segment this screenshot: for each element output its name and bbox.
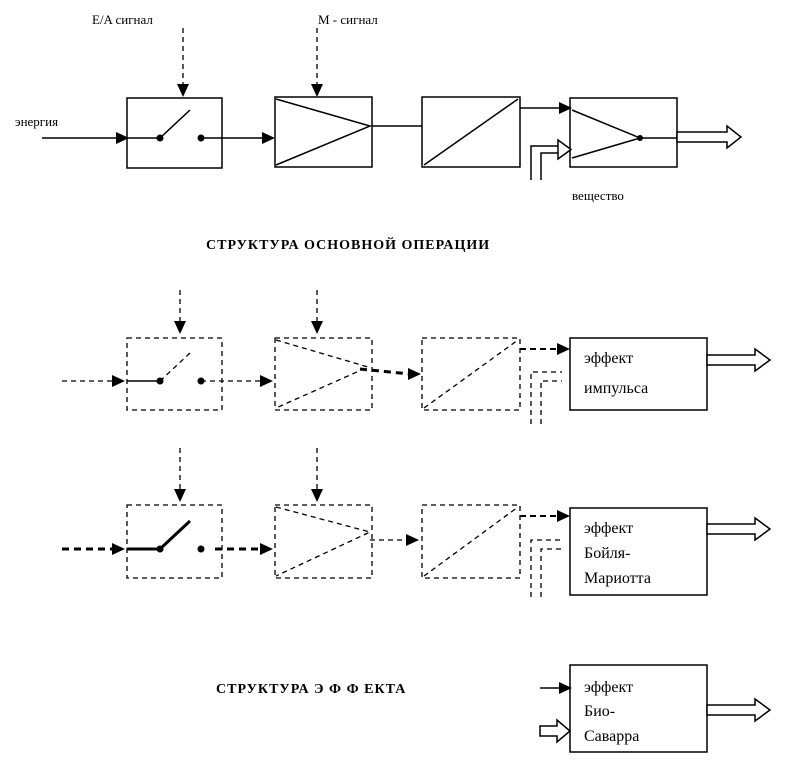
boyle-mariotte-line2: Бойля- xyxy=(584,545,630,562)
boyle-mariotte-effect-diagram: эффект Бойля- Мариотта xyxy=(62,448,772,597)
biot-savart-line3: Саварра xyxy=(584,728,639,745)
boyle-mariotte-line1: эффект xyxy=(584,520,633,537)
row2-switch-block xyxy=(126,337,223,411)
substance-input-outer xyxy=(530,145,567,180)
biot-savart-line2: Био- xyxy=(584,703,615,720)
row2-converter-diagonal xyxy=(423,339,519,409)
row3-amplifier-triangle xyxy=(275,506,372,577)
row2-substance-outer xyxy=(530,371,562,424)
amplifier-block xyxy=(274,96,373,168)
impulse-effect-line2: импульса xyxy=(584,380,648,397)
row3-input-arrowhead xyxy=(112,543,125,555)
main-operation-heading: СТРУКТУРА ОСНОВНОЙ ОПЕРАЦИИ xyxy=(206,236,490,253)
impulse-effect-line1: эффект xyxy=(584,350,633,367)
row2-amplifier-triangle xyxy=(275,339,370,409)
switch-block xyxy=(126,97,223,169)
row3-converter-output-arrowhead xyxy=(557,510,570,522)
converter-block xyxy=(421,96,521,168)
impulse-output-hollow-arrow xyxy=(706,347,772,373)
row3-substance-inner xyxy=(540,548,562,597)
row3-substance-outer xyxy=(530,539,562,597)
boyle-mariotte-line3: Мариотта xyxy=(584,570,651,587)
row2-switch-output-arrowhead xyxy=(260,375,273,387)
switch-contact xyxy=(127,109,191,139)
row2-input-arrowhead xyxy=(112,375,125,387)
row3-switch-terminal-dot xyxy=(197,545,205,553)
impulse-effect-diagram: эффект импульса xyxy=(62,290,772,424)
row3-switch-block xyxy=(126,504,223,579)
row3-switch-signal-arrowhead xyxy=(174,489,186,502)
row2-amplifier-output-arrowhead xyxy=(408,368,421,380)
main-output-hollow-arrow xyxy=(676,124,743,150)
row2-converter-output-arrowhead xyxy=(557,343,570,355)
main-operation-diagram: E/A сигнал M - сигнал энергия вещество xyxy=(15,12,743,203)
row2-amplifier-output-line xyxy=(359,367,411,376)
output-block xyxy=(569,97,678,168)
row3-switch-output-arrowhead xyxy=(260,543,273,555)
boyle-mariotte-effect-box xyxy=(569,507,708,596)
substance-input-arrowhead xyxy=(557,138,573,161)
amplifier-triangle xyxy=(275,98,373,166)
converter-diagonal xyxy=(423,98,519,166)
converter-output-arrowhead xyxy=(559,102,572,114)
row3-amplifier-output-arrowhead xyxy=(406,534,419,546)
ea-signal-label: E/A сигнал xyxy=(92,12,153,27)
output-amplifier-triangle xyxy=(571,109,643,159)
row4-input-arrowhead xyxy=(559,682,572,694)
row4-substance-hollow-arrow xyxy=(539,718,572,744)
impulse-effect-box xyxy=(569,337,708,411)
row3-converter-diagonal xyxy=(423,506,519,577)
biot-savart-output-hollow-arrow xyxy=(706,697,772,723)
row2-switch-contact xyxy=(159,352,191,382)
row3-switch-pivot-dot xyxy=(156,545,164,553)
m-signal-label: M - сигнал xyxy=(318,12,378,27)
energy-label: энергия xyxy=(15,114,58,129)
biot-savart-effect-diagram: эффект Био- Саварра xyxy=(539,664,772,753)
switch-pivot-dot xyxy=(156,134,164,142)
biot-savart-line1: эффект xyxy=(584,679,633,696)
row2-switch-signal-arrowhead xyxy=(174,321,186,334)
energy-input-arrowhead xyxy=(116,132,129,144)
effect-heading: СТРУКТУРА Э Ф Ф ЕКТА xyxy=(216,682,406,697)
row2-switch-pivot-dot xyxy=(156,377,164,385)
m-signal-arrowhead xyxy=(311,84,323,97)
substance-input-inner xyxy=(540,152,567,180)
row3-switch-contact xyxy=(127,519,192,551)
row2-amplifier-block xyxy=(274,337,373,411)
boyle-mariotte-output-hollow-arrow xyxy=(706,516,772,542)
ea-signal-arrowhead xyxy=(177,84,189,97)
row2-substance-inner xyxy=(540,380,562,424)
row2-converter-block xyxy=(421,337,521,411)
row3-converter-block xyxy=(421,504,521,579)
switch-output-arrowhead xyxy=(262,132,275,144)
row3-amp-signal-arrowhead xyxy=(311,489,323,502)
substance-label: вещество xyxy=(572,188,624,203)
row3-amplifier-block xyxy=(274,504,373,579)
row2-amp-signal-arrowhead xyxy=(311,321,323,334)
